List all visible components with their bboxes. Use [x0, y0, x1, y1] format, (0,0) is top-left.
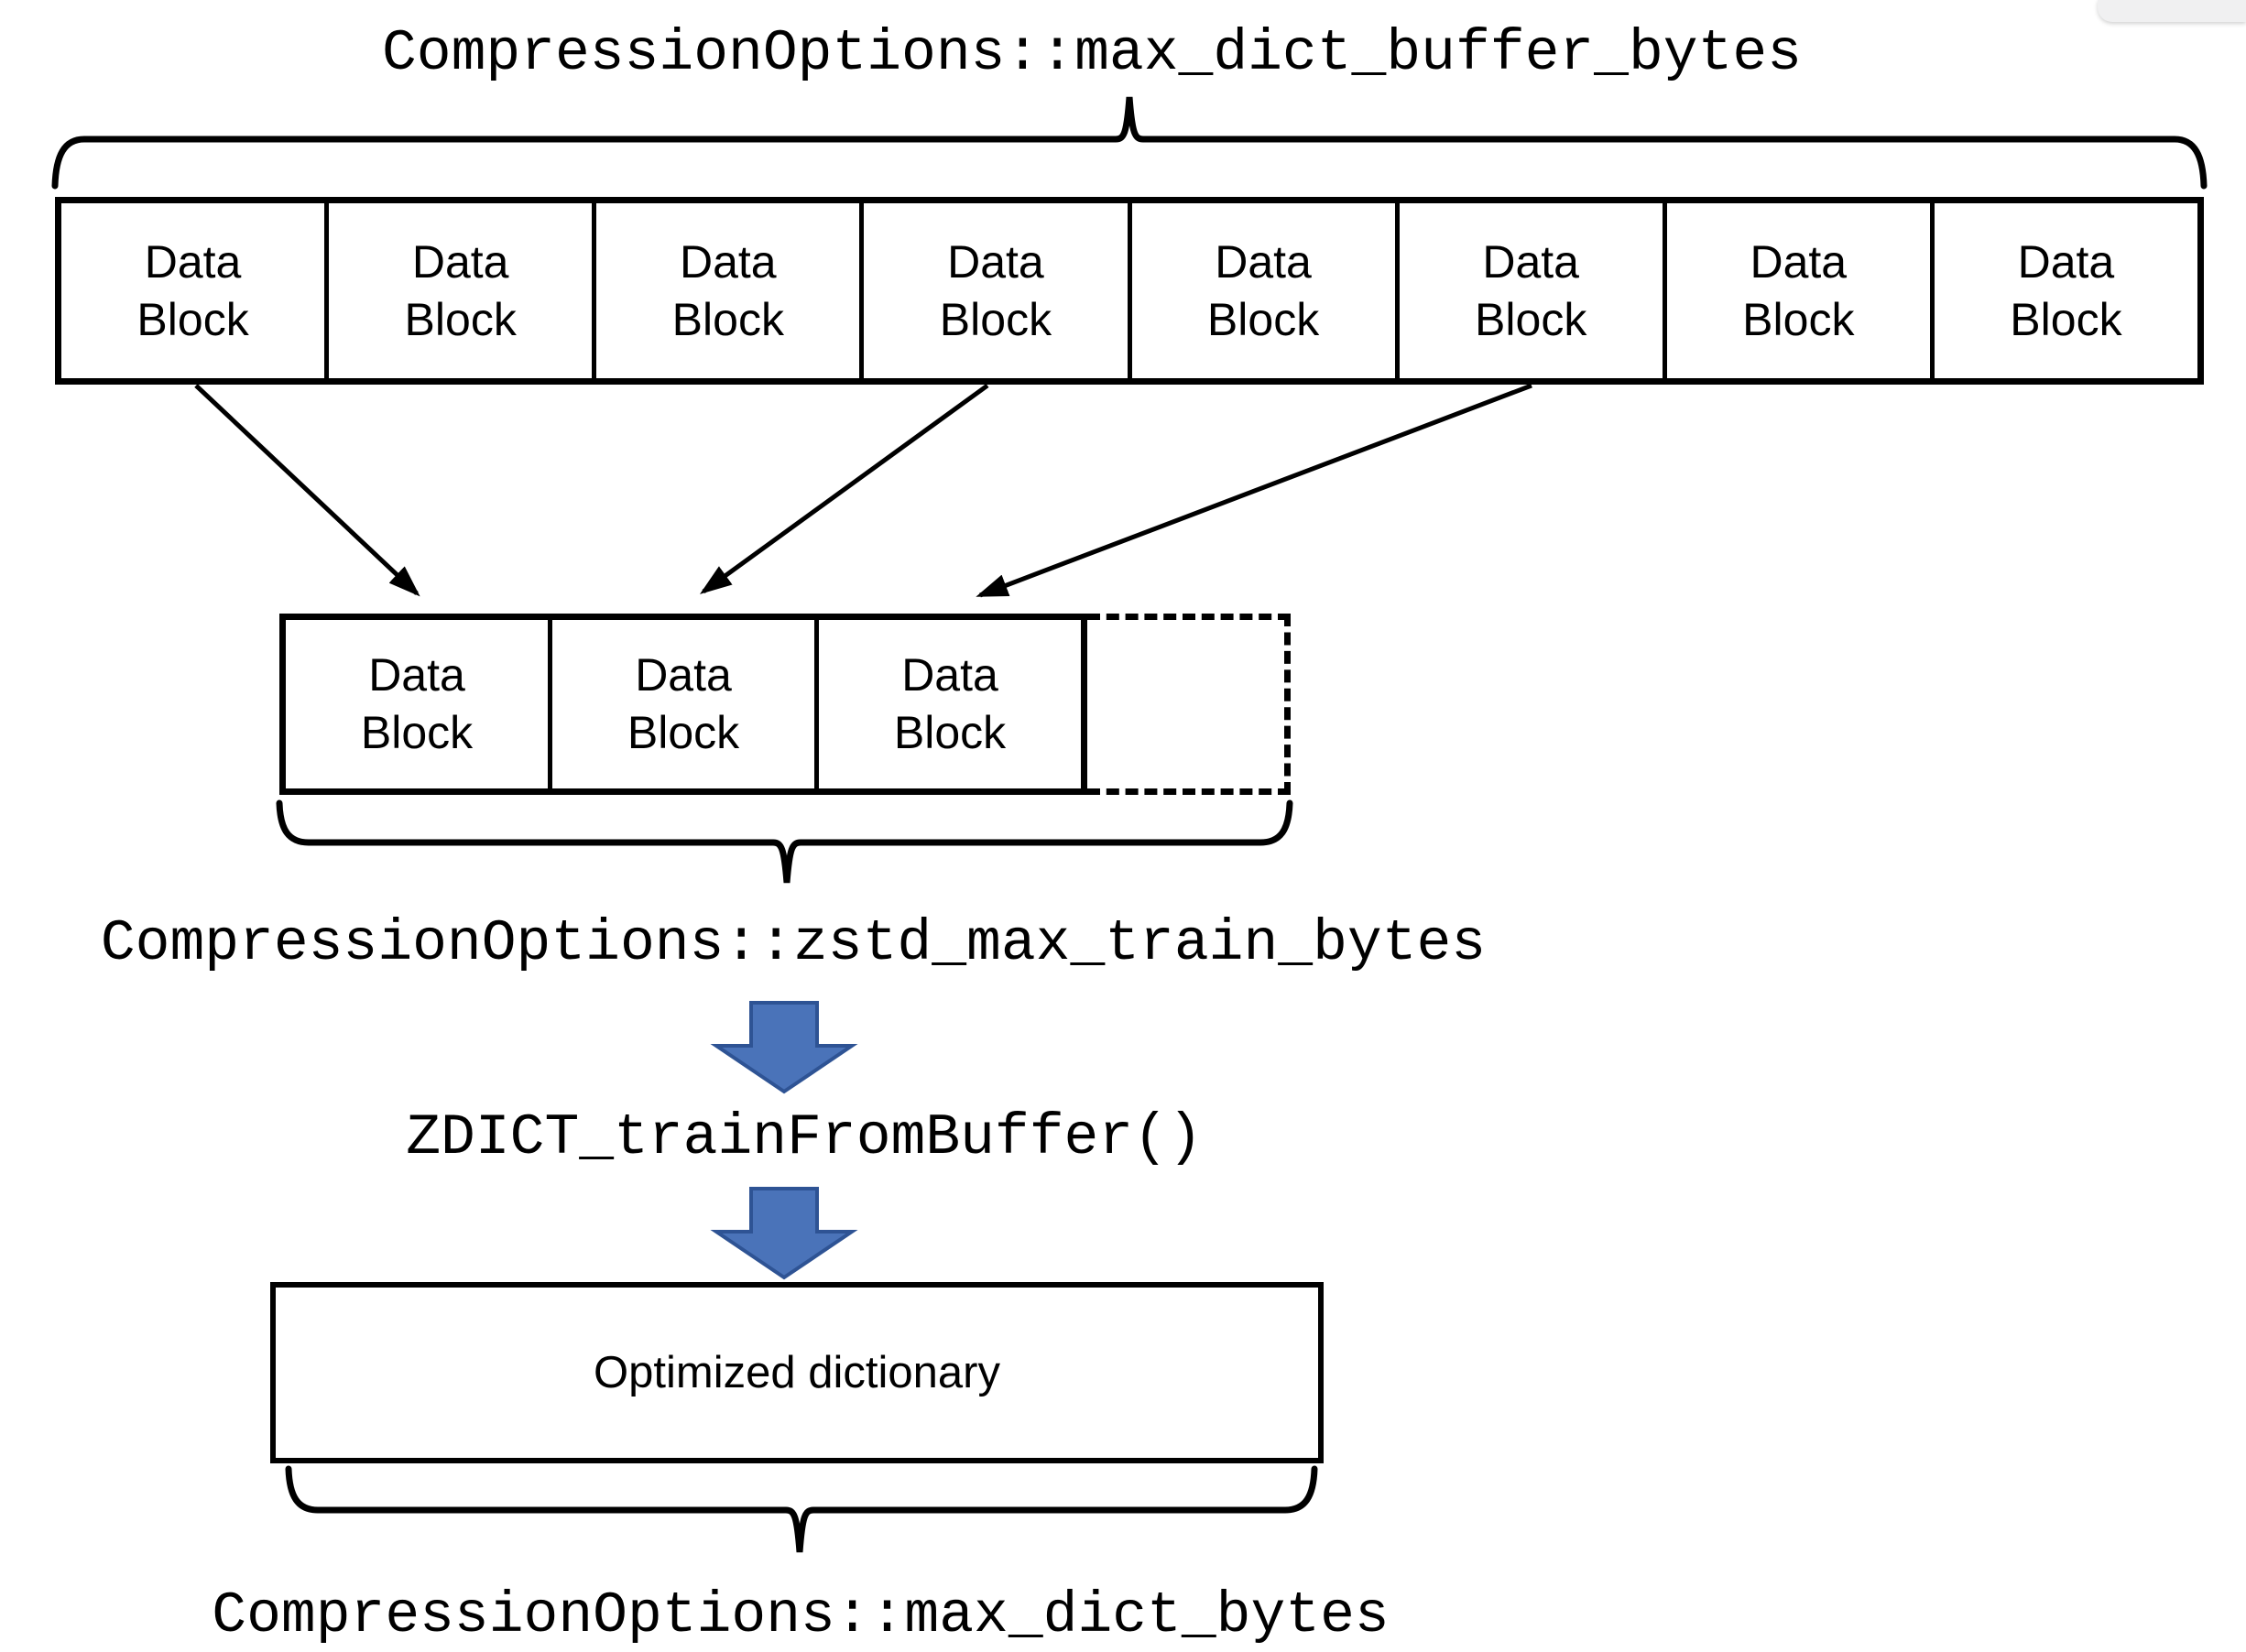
train-row-empty-placeholder	[1087, 614, 1291, 795]
data-block-line1: Data	[1215, 235, 1312, 288]
buffer-brace	[51, 96, 2208, 190]
data-block-line1: Data	[901, 649, 998, 701]
dictionary-brace	[285, 1465, 1318, 1553]
data-block-line1: Data	[947, 235, 1044, 288]
down-arrow-zdict-to-dictionary	[710, 1187, 858, 1280]
data-block: Data Block	[592, 203, 859, 378]
data-block-line2: Block	[360, 707, 474, 758]
data-block-line2: Block	[1742, 293, 1855, 345]
data-block-line1: Data	[635, 649, 732, 701]
window-corner-artifact	[2098, 0, 2246, 22]
max-dict-buffer-bytes-label: CompressionOptions::max_dict_buffer_byte…	[381, 21, 1803, 86]
data-block: Data Block	[1127, 203, 1395, 378]
sample-arrow-1	[194, 384, 420, 597]
down-arrow-train-to-zdict	[710, 1001, 858, 1094]
sample-arrow-2	[699, 383, 989, 594]
data-block: Data Block	[1662, 203, 1930, 378]
data-block-line2: Block	[939, 293, 1052, 345]
data-block-line2: Block	[1206, 293, 1320, 345]
data-block-line2: Block	[893, 707, 1007, 758]
data-block-line1: Data	[1482, 235, 1579, 288]
data-block-line1: Data	[368, 649, 465, 701]
data-block-line2: Block	[2010, 293, 2122, 345]
data-block: Data Block	[1394, 203, 1663, 378]
zstd-max-train-bytes-label: CompressionOptions::zstd_max_train_bytes	[100, 911, 1487, 976]
data-block-line2: Block	[136, 293, 249, 345]
data-block: Data Block	[61, 203, 324, 378]
train-block-row: Data Block Data Block Data Block	[279, 614, 1087, 795]
optimized-dictionary-label: Optimized dictionary	[594, 1348, 1000, 1397]
data-block-line1: Data	[144, 235, 242, 288]
data-block-line1: Data	[680, 235, 777, 288]
data-block: Data Block	[859, 203, 1127, 378]
data-block: Data Block	[1929, 203, 2197, 378]
data-block: Data Block	[286, 620, 548, 788]
data-block: Data Block	[548, 620, 814, 788]
data-block-line2: Block	[627, 707, 740, 758]
data-block: Data Block	[814, 620, 1081, 788]
sample-arrow-3	[976, 383, 1532, 598]
buffer-block-row: Data Block Data Block Data Block Data Bl…	[55, 197, 2204, 385]
data-block-line2: Block	[1475, 293, 1587, 345]
data-block: Data Block	[324, 203, 592, 378]
data-block-line2: Block	[404, 293, 517, 345]
data-block-line1: Data	[1750, 235, 1848, 288]
data-block-line1: Data	[2017, 235, 2115, 288]
data-block-line2: Block	[671, 293, 784, 345]
max-dict-bytes-label: CompressionOptions::max_dict_bytes	[212, 1583, 1390, 1648]
zdict-train-from-buffer-label: ZDICT_trainFromBuffer()	[406, 1105, 1203, 1170]
optimized-dictionary-box: Optimized dictionary	[270, 1282, 1324, 1463]
data-block-line1: Data	[411, 235, 509, 288]
train-brace	[276, 799, 1293, 884]
